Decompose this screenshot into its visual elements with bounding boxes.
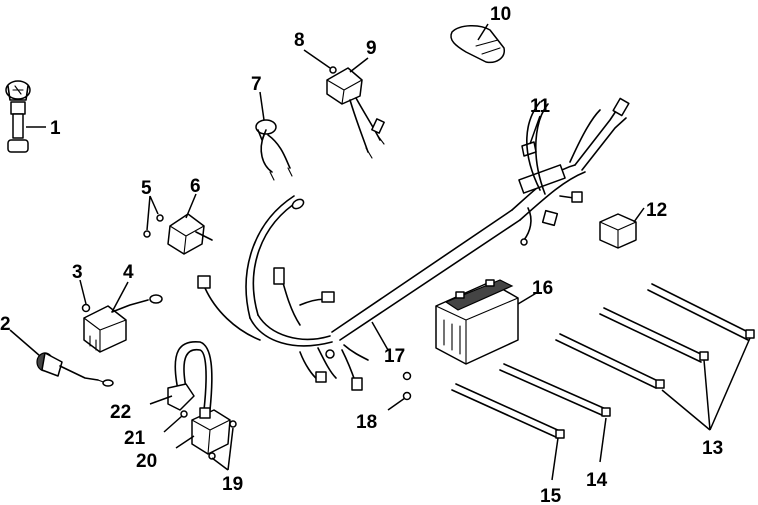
part-13-battery-straps [555, 283, 755, 389]
part-10-boot-cover [450, 25, 505, 64]
callout-21: 21 [124, 428, 146, 449]
part-9-relay [326, 67, 385, 159]
callout-7: 7 [251, 74, 262, 95]
callout-20: 20 [136, 451, 157, 472]
callout-labels: 1 2 3 4 5 6 7 8 9 10 11 12 13 14 15 16 1… [0, 4, 723, 505]
part-16-battery [435, 279, 519, 365]
callout-12: 12 [646, 200, 667, 221]
callout-11: 11 [530, 96, 551, 117]
callout-10: 10 [490, 4, 511, 25]
part-4-regulator [83, 294, 163, 353]
callout-4: 4 [123, 262, 134, 283]
part-8-nut [329, 66, 337, 74]
callout-17: 17 [384, 346, 405, 367]
callout-16: 16 [532, 278, 553, 299]
callout-2: 2 [0, 314, 11, 335]
part-11-fuse [521, 141, 537, 157]
part-22-spark-plug-cap [167, 341, 213, 411]
callout-1: 1 [50, 118, 61, 139]
callout-13: 13 [702, 438, 723, 459]
part-14-battery-strap [499, 363, 611, 417]
callout-14: 14 [586, 470, 608, 491]
callout-8: 8 [294, 30, 305, 51]
callout-19: 19 [222, 474, 243, 495]
part-18-nuts [402, 371, 412, 401]
callout-5: 5 [141, 178, 152, 199]
part-21-washer [180, 410, 188, 418]
part-17-wiring-harness [197, 97, 630, 391]
part-7-bulb-socket [255, 119, 293, 181]
callout-3: 3 [72, 262, 83, 283]
part-6-cdi-box [167, 213, 213, 255]
part-2-sensor [36, 352, 114, 387]
part-20-ignition-coil [191, 407, 231, 455]
part-1-key-switch [5, 80, 31, 153]
leader-lines [9, 23, 751, 481]
part-12-relay-block [599, 213, 637, 249]
part-5-screws [143, 214, 164, 238]
part-15-battery-strap [451, 383, 565, 439]
callout-6: 6 [190, 176, 201, 197]
callout-9: 9 [366, 38, 377, 59]
callout-18: 18 [356, 412, 377, 433]
part-19-coil-screws [208, 420, 237, 460]
callout-15: 15 [540, 486, 562, 505]
part-3-bolt [81, 303, 91, 313]
callout-22: 22 [110, 402, 131, 423]
